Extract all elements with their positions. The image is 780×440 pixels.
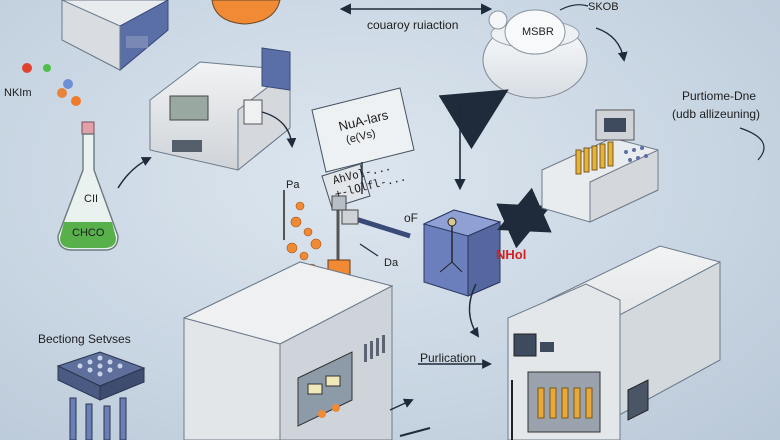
small-label: Pa [286,179,300,191]
flask-formula-2: CHCO [72,227,105,239]
right-title-2: (udb allizeuning) [672,107,761,121]
blue-double-arrow [496,187,552,249]
stand-label: Da [384,257,399,269]
bottom-left-label: Bectiong Setvses [38,332,131,346]
skob-label: SKOB [588,1,619,13]
conical-flask [57,121,119,251]
sample-rack [56,351,146,440]
bowl-label: MSBR [522,26,554,38]
flask-formula-1: CII [84,193,99,205]
purification-unit [507,245,721,440]
sample-tray [541,109,659,223]
reagent-box [61,0,169,72]
nkim-label: NKIm [4,87,32,99]
orange-dish [211,0,281,25]
molecule-icon [22,63,81,106]
spectrometer [149,47,291,172]
msbr-bowl [482,9,588,99]
reactor-machine [182,261,394,440]
blue-arrow-up [438,89,509,150]
top-reaction-label: couaroy ruiaction [367,18,459,32]
cube-right-label: NHol [496,247,527,262]
right-title-1: Purtiome-Dne [682,89,757,103]
purification-label: Purlication [420,351,477,365]
reaction-cube [422,209,502,297]
cube-left-label: oF [404,211,419,225]
